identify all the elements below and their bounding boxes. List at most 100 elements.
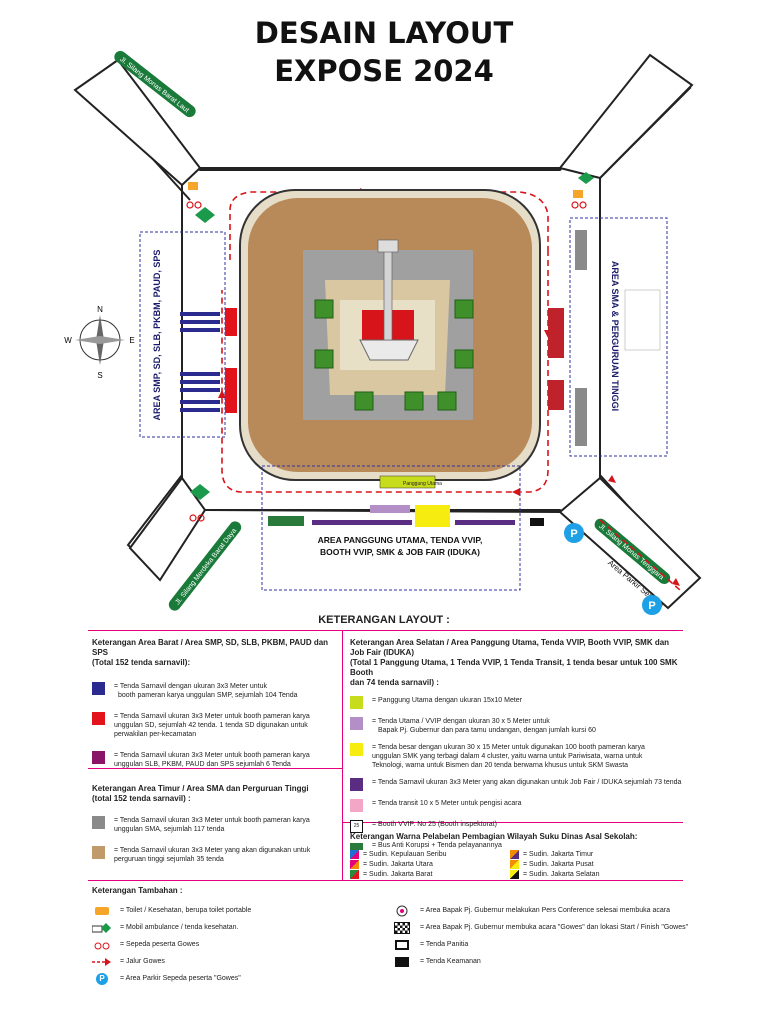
tent-panitia-icon [392, 939, 412, 950]
tents-east [575, 230, 587, 446]
smk-tent [415, 505, 450, 527]
legend-item: = Tenda Sarnavil ukuran 3x3 Meter untuk … [92, 751, 340, 769]
zone-east [569, 217, 668, 457]
toilet-icon-map [188, 182, 583, 198]
page-title-line2: EXPOSE 2024 [274, 54, 494, 88]
swatch-pt [92, 846, 105, 859]
legend-selatan-title: Keterangan Area Selatan / Area Panggung … [350, 638, 670, 657]
legend-text: unggulan SMK yang terbagi dalam 4 cluste… [372, 753, 643, 760]
legend-item: = Sudin. Jakarta Utara [350, 860, 510, 869]
monument-icon [359, 239, 419, 361]
legend-item: 25 = Booth VVIP. No 25 (Booth inspektora… [350, 820, 685, 833]
tents-east-red [548, 308, 564, 410]
legend-item: P = Area Parkir Sepeda peserta "Gowes" [92, 970, 392, 987]
legend-divider-bottom [88, 880, 683, 881]
legend-text: = Tenda Sarnavil dengan ukuran 3x3 Meter… [114, 683, 268, 690]
swatch-sma [92, 816, 105, 829]
legend-item: = Sudin. Kepulauan Seribu [350, 850, 510, 859]
legend-text: = Jalur Gowes [120, 958, 165, 965]
legend-text: Bapak Pj. Gubernur dan para tamu undanga… [378, 727, 596, 734]
swatch-transit [350, 799, 363, 812]
road-northwest [73, 58, 202, 187]
legend-item: = Jalur Gowes [92, 953, 392, 970]
stage [379, 475, 436, 489]
legend-text: = Tenda Keamanan [420, 958, 481, 965]
legend-timur-subtitle: (total 152 tenda sarnavil) : [92, 794, 191, 803]
legend-text: = Sudin. Jakarta Pusat [523, 861, 594, 868]
flag-icon [510, 870, 519, 879]
legend-divider-right [342, 822, 683, 823]
booth-vvip-icon: 25 [350, 820, 363, 833]
vvip-tent [370, 505, 410, 513]
bicycle-icon [92, 940, 112, 950]
legend-barat: Keterangan Area Barat / Area SMP, SD, SL… [92, 638, 340, 769]
legend-item: = Tenda Sarnavil ukuran 3x3 Meter untuk … [92, 816, 340, 834]
trees [314, 299, 474, 411]
legend-text: booth pameran karya unggulan SMP, sejuml… [118, 692, 298, 699]
page-title-line1: DESAIN LAYOUT [254, 16, 514, 50]
legend-item: = Tenda Sarnavil ukuran 3x3 Meter yang a… [350, 778, 685, 791]
flag-icon [350, 870, 359, 879]
legend-item: = Sudin. Jakarta Pusat [510, 860, 670, 869]
swatch-slb [92, 751, 105, 764]
legend-selatan-subtitle: (Total 1 Panggung Utama, 1 Tenda VVIP, 1… [350, 658, 678, 677]
ambulance-icon-map [190, 172, 594, 500]
legend-item: = Sudin. Jakarta Timur [510, 850, 670, 859]
legend-tambahan: Keterangan Tambahan : = Toilet / Kesehat… [92, 886, 692, 987]
tent-keamanan-icon [392, 956, 412, 967]
legend-item: = Sudin. Jakarta Barat [350, 870, 510, 879]
ambulance-icon [92, 922, 112, 934]
legend-item: = Tenda Sarnavil ukuran 3x3 Meter untuk … [92, 712, 340, 739]
tents-west [180, 312, 220, 412]
legend-item: = Tenda transit 10 x 5 Meter untuk pengi… [350, 799, 685, 812]
zone-south [261, 465, 521, 591]
svg-text:P: P [570, 528, 577, 540]
swatch-smp [92, 682, 105, 695]
area-east-label: AREA SMA & PERGURUAN TINGGI [610, 261, 620, 411]
bus-icon [350, 843, 363, 850]
flag-icon [510, 850, 519, 859]
stage-label: Panggung Utama [403, 481, 442, 487]
legend-text: = Tenda Sarnavil ukuran 3x3 Meter untuk … [114, 713, 310, 720]
legend-divider-vertical [342, 630, 343, 880]
legend-item: = Bus Anti Korupsi + Tenda pelayanannya [350, 841, 685, 850]
legend-text: = Mobil ambulance / tenda kesehatan. [120, 924, 239, 931]
parking-icon: P [92, 972, 112, 985]
legend-heading: KETERANGAN LAYOUT : [318, 614, 450, 626]
legend-text: = Sudin. Kepulauan Seribu [363, 851, 447, 858]
compass-icon: N S W E [64, 305, 134, 380]
svg-text:P: P [648, 600, 655, 612]
legend-timur-title: Keterangan Area Timur / Area SMA dan Per… [92, 784, 309, 793]
flag-icon [350, 860, 359, 869]
east-legend-mini [624, 289, 661, 351]
jobfair-tents-2 [455, 520, 515, 525]
legend-text: = Sepeda peserta Gowes [120, 941, 200, 948]
legend-text: Teknologi, warna untuk Bismen dan 20 ten… [372, 762, 629, 769]
toilet-icon [92, 906, 112, 915]
legend-item: = Tenda Utama / VVIP dengan ukuran 30 x … [350, 717, 685, 735]
legend-text: = Tenda Sarnavil ukuran 3x3 Meter untuk … [114, 752, 310, 759]
area-west-label: AREA SMP, SD, SLB, PKBM, PAUD, SPS [152, 250, 162, 421]
legend-text: = Panggung Utama dengan ukuran 15x10 Met… [372, 697, 523, 704]
legend-item: = Area Bapak Pj. Gubernur membuka acara … [392, 919, 692, 936]
bicycle-icon-map [186, 201, 587, 522]
legend-item: = Area Bapak Pj. Gubernur melakukan Pers… [392, 902, 692, 919]
road-northeast [558, 53, 694, 180]
legend-text: = Tenda Utama / VVIP dengan ukuran 30 x … [372, 718, 550, 725]
legend-text: perwakilan per-kecamatan [114, 731, 197, 738]
legend-warna-title: Keterangan Warna Pelabelan Pembagian Wil… [350, 832, 638, 841]
swatch-jobfair [350, 778, 363, 791]
legend-text: = Tenda Sarnavil ukuran 3x3 Meter yang a… [372, 779, 682, 786]
legend-text: = Tenda Sarnavil ukuran 3x3 Meter untuk … [114, 817, 310, 824]
legend-text: = Tenda Sarnavil ukuran 3x3 Meter yang a… [114, 847, 311, 854]
legend-text: = Sudin. Jakarta Timur [523, 851, 594, 858]
legend-text: unggulan SD, sejumlah 42 tenda. 1 tenda … [114, 722, 308, 729]
legend-barat-subtitle: (Total 152 tenda sarnavil): [92, 658, 191, 667]
area-south-label-1: AREA PANGGUNG UTAMA, TENDA VVIP, [318, 535, 483, 545]
legend-barat-title: Keterangan Area Barat / Area SMP, SD, SL… [92, 638, 329, 657]
legend-text: = Tenda transit 10 x 5 Meter untuk pengi… [372, 800, 522, 807]
legend-text: unggulan SMA, sejumlah 117 tenda [114, 826, 225, 833]
flag-icon [510, 860, 519, 869]
legend-text: = Toilet / Kesehatan, berupa toilet port… [120, 907, 252, 914]
swatch-vvip [350, 717, 363, 730]
